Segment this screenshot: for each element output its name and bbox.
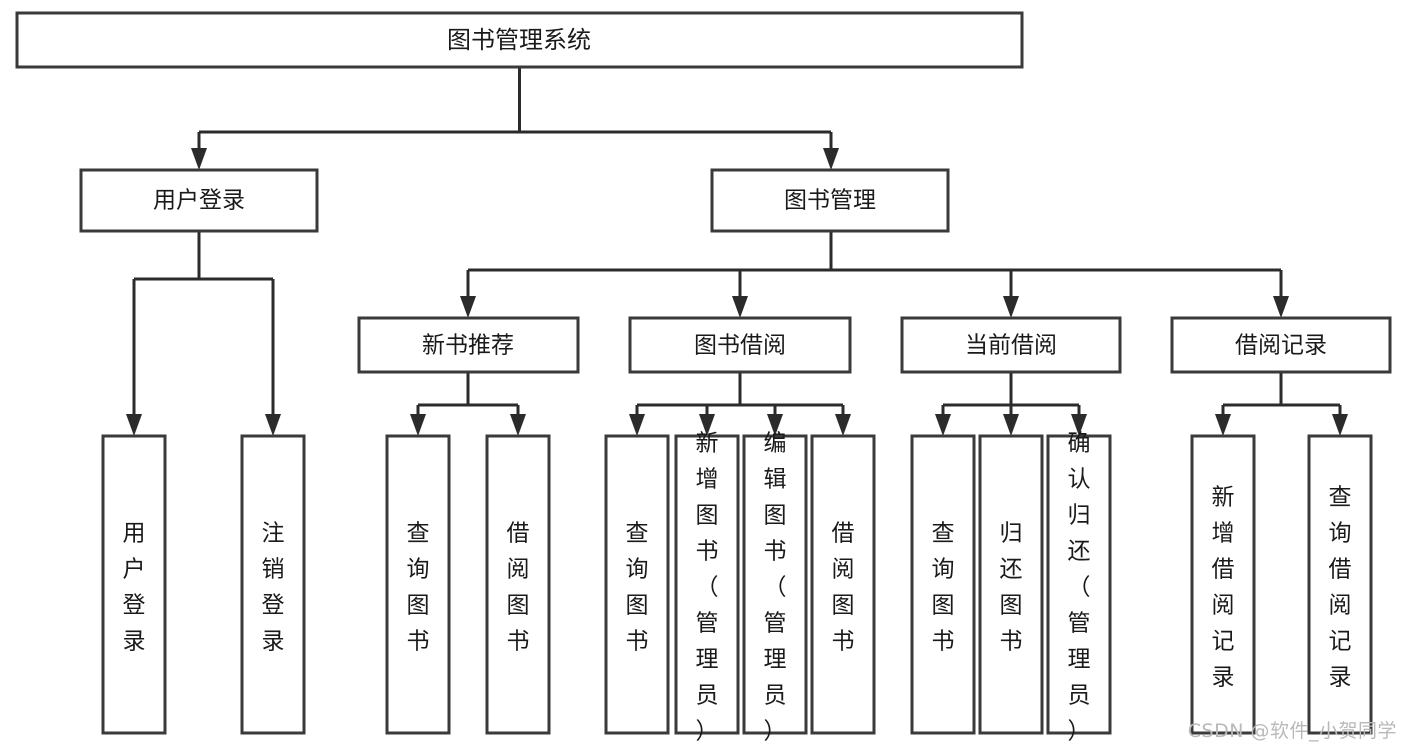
leaf-box[interactable] [978, 434, 1044, 735]
arrow-to-book-mgmt [823, 148, 839, 170]
leaf-label: 查询图书 [407, 521, 430, 655]
leaf-node[interactable]: 查询图书 [910, 434, 976, 735]
node-borrow-record-box[interactable] [1170, 316, 1392, 374]
node-user-login-label: 用户登录 [153, 188, 245, 214]
arrow-recommend-leaf-2 [510, 414, 526, 436]
arrow-record-leaf-2 [1332, 414, 1348, 436]
leaf-box[interactable] [1307, 434, 1373, 735]
leaf-node[interactable]: 借阅图书 [485, 434, 551, 735]
leaf-node[interactable]: 新增借阅记录 [1190, 434, 1256, 735]
leaf-node[interactable]: 归还图书 [978, 434, 1044, 735]
arrow-borrow-leaf-3 [767, 414, 783, 436]
leaf-label: 新增图书（管理员） [696, 431, 719, 745]
node-new-book-recommend-label: 新书推荐 [422, 333, 514, 359]
leaf-box[interactable] [742, 434, 808, 735]
node-user-login-box[interactable] [79, 168, 319, 233]
leaf-box[interactable] [485, 434, 551, 735]
node-current-borrow[interactable]: 当前借阅 [900, 316, 1122, 374]
leaf-label: 注销登录 [262, 521, 285, 655]
arrow-user-login-leaf-1 [126, 414, 142, 436]
leaf-box[interactable] [910, 434, 976, 735]
leaf-node[interactable]: 新增图书（管理员） [674, 431, 740, 745]
leaf-node[interactable]: 查询借阅记录 [1307, 434, 1373, 735]
leaf-node[interactable]: 用户登录 [101, 434, 167, 735]
arrow-to-user-login [191, 148, 207, 170]
node-book-management[interactable]: 图书管理 [710, 168, 950, 233]
connector-layer [126, 67, 1348, 436]
leaf-layer: 用户登录 注销登录 查询图书 借阅图书 查询图书 新增图书（管理员） 编辑图书（… [101, 431, 1373, 745]
arrow-to-level3-2 [732, 296, 748, 318]
leaf-label: 借阅图书 [507, 521, 530, 655]
arrow-recommend-leaf-1 [410, 414, 426, 436]
leaf-label: 用户登录 [123, 521, 146, 655]
leaf-label: 归还图书 [1000, 521, 1023, 655]
node-current-borrow-box[interactable] [900, 316, 1122, 374]
leaf-label: 借阅图书 [832, 521, 855, 655]
arrow-to-level3-1 [460, 296, 476, 318]
node-book-management-label: 图书管理 [784, 188, 876, 214]
node-new-book-recommend-box[interactable] [357, 316, 580, 374]
leaf-label: 编辑图书（管理员） [764, 431, 787, 745]
arrow-borrow-leaf-1 [629, 414, 645, 436]
node-book-borrow-box[interactable] [628, 316, 852, 374]
node-borrow-record-label: 借阅记录 [1235, 333, 1327, 359]
leaf-label: 查询借阅记录 [1329, 485, 1352, 691]
node-current-borrow-label: 当前借阅 [965, 333, 1057, 359]
csdn-watermark: CSDN @软件_小贺同学 [1187, 720, 1397, 742]
leaf-box[interactable] [674, 434, 740, 735]
node-new-book-recommend[interactable]: 新书推荐 [357, 316, 580, 374]
leaf-box[interactable] [385, 434, 451, 735]
node-root[interactable]: 图书管理系统 [15, 11, 1024, 69]
node-user-login[interactable]: 用户登录 [79, 168, 319, 233]
leaf-box[interactable] [810, 434, 876, 735]
leaf-box[interactable] [1190, 434, 1256, 735]
node-book-borrow[interactable]: 图书借阅 [628, 316, 852, 374]
node-root-box[interactable] [15, 11, 1024, 69]
leaf-label: 新增借阅记录 [1212, 485, 1235, 691]
leaf-box[interactable] [101, 434, 167, 735]
leaf-node[interactable]: 查询图书 [385, 434, 451, 735]
arrow-borrow-leaf-4 [835, 414, 851, 436]
node-book-borrow-label: 图书借阅 [694, 333, 786, 359]
node-borrow-record[interactable]: 借阅记录 [1170, 316, 1392, 374]
leaf-node[interactable]: 编辑图书（管理员） [742, 431, 808, 745]
arrow-to-level3-3 [1003, 296, 1019, 318]
arrow-user-login-leaf-2 [265, 414, 281, 436]
arrow-to-level3-4 [1273, 296, 1289, 318]
leaf-label: 查询图书 [932, 521, 955, 655]
leaf-node[interactable]: 查询图书 [604, 434, 670, 735]
leaf-node[interactable]: 注销登录 [240, 434, 306, 735]
node-root-label: 图书管理系统 [447, 26, 591, 54]
arrow-borrow-leaf-2 [699, 414, 715, 436]
leaf-box[interactable] [604, 434, 670, 735]
leaf-box[interactable] [240, 434, 306, 735]
arrow-record-leaf-1 [1215, 414, 1231, 436]
leaf-label: 确认归还（管理员） [1068, 431, 1091, 745]
arrow-current-leaf-2 [1003, 414, 1019, 436]
node-book-management-box[interactable] [710, 168, 950, 233]
leaf-node[interactable]: 确认归还（管理员） [1046, 431, 1112, 745]
leaf-label: 查询图书 [626, 521, 649, 655]
leaf-box[interactable] [1046, 434, 1112, 735]
arrow-current-leaf-1 [935, 414, 951, 436]
arrow-current-leaf-3 [1071, 414, 1087, 436]
leaf-node[interactable]: 借阅图书 [810, 434, 876, 735]
